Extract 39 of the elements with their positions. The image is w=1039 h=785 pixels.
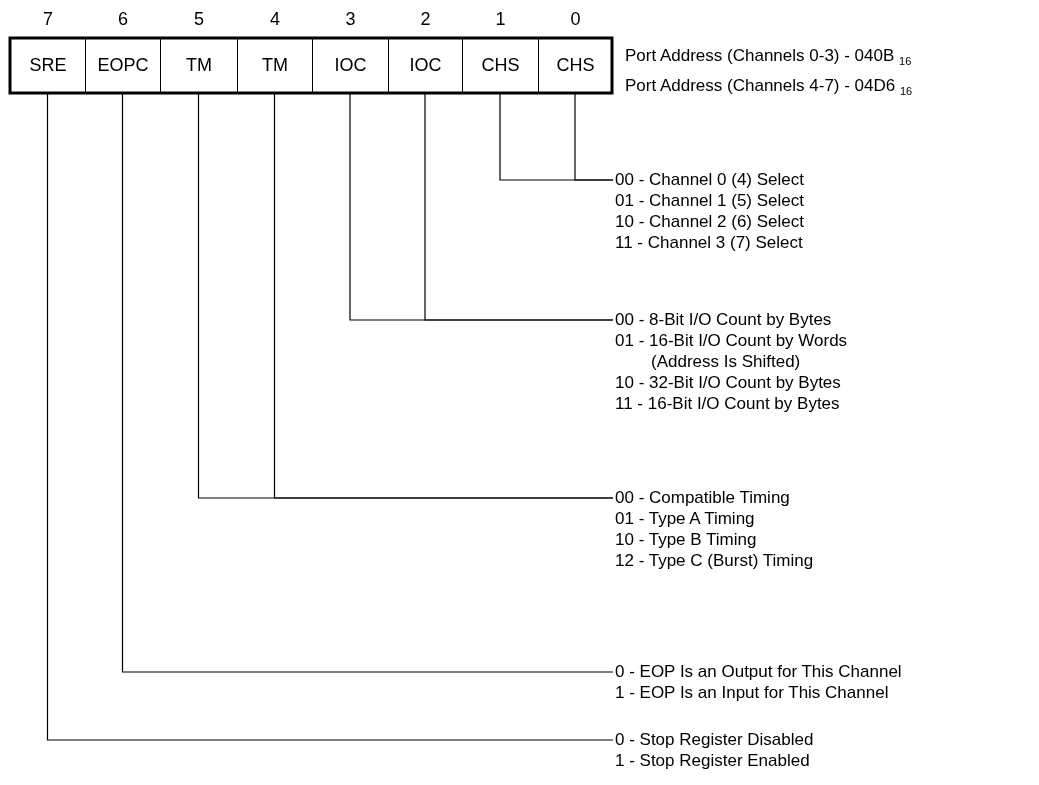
bit-value-description: 12 - Type C (Burst) Timing [614,550,814,571]
bit-value-description: 10 - Channel 2 (6) Select [614,211,804,232]
leader-line [197,92,614,499]
bit-value-description: 00 - 8-Bit I/O Count by Bytes [614,309,833,330]
bit-value-description: 1 - Stop Register Enabled [614,750,811,771]
bit-value-description: 11 - 16-Bit I/O Count by Bytes [614,393,841,414]
bit-value-description: 0 - Stop Register Disabled [614,729,814,750]
bit-number: 0 [569,9,582,30]
field-name: TM [262,55,288,76]
leader-line [121,92,614,673]
bit-value-description: 01 - Channel 1 (5) Select [614,190,804,211]
field-name: EOPC [97,55,149,76]
field-name: SRE [29,55,67,76]
bit-value-description: 00 - Channel 0 (4) Select [614,169,804,190]
bit-value-description: 10 - Type B Timing [614,529,758,550]
leader-line [349,92,614,321]
field-name: TM [186,55,212,76]
bit-value-description: 10 - 32-Bit I/O Count by Bytes [614,372,842,393]
bit-number: 6 [117,9,129,30]
bit-number: 4 [269,9,281,30]
bit-value-description: 01 - 16-Bit I/O Count by Words (Address Is Shifted) [614,330,849,372]
leader-line [499,92,614,181]
bit-value-description: 01 - Type A Timing [614,508,756,529]
port-address-note: Port Address (Channels 4-7) - 04D6 $_{16}$ [625,76,913,98]
bit-value-description: 1 - EOP Is an Input for This Channel [614,682,890,703]
bit-number: 2 [419,9,432,30]
bit-number: 7 [42,9,54,30]
leader-line [46,92,614,741]
bit-number: 3 [344,9,357,30]
bit-value-description: 00 - Compatible Timing [614,487,791,508]
field-name: CHS [556,55,595,76]
field-name: CHS [481,55,520,76]
bit-number: 5 [193,9,205,30]
field-name: IOC [409,55,442,76]
bit-value-description: 0 - EOP Is an Output for This Channel [614,661,902,682]
bit-number: 1 [494,9,507,30]
bit-value-description: 11 - Channel 3 (7) Select [614,232,804,253]
field-name: IOC [334,55,367,76]
port-address-note: Port Address (Channels 0-3) - 040B $_{16}$ [625,46,912,68]
